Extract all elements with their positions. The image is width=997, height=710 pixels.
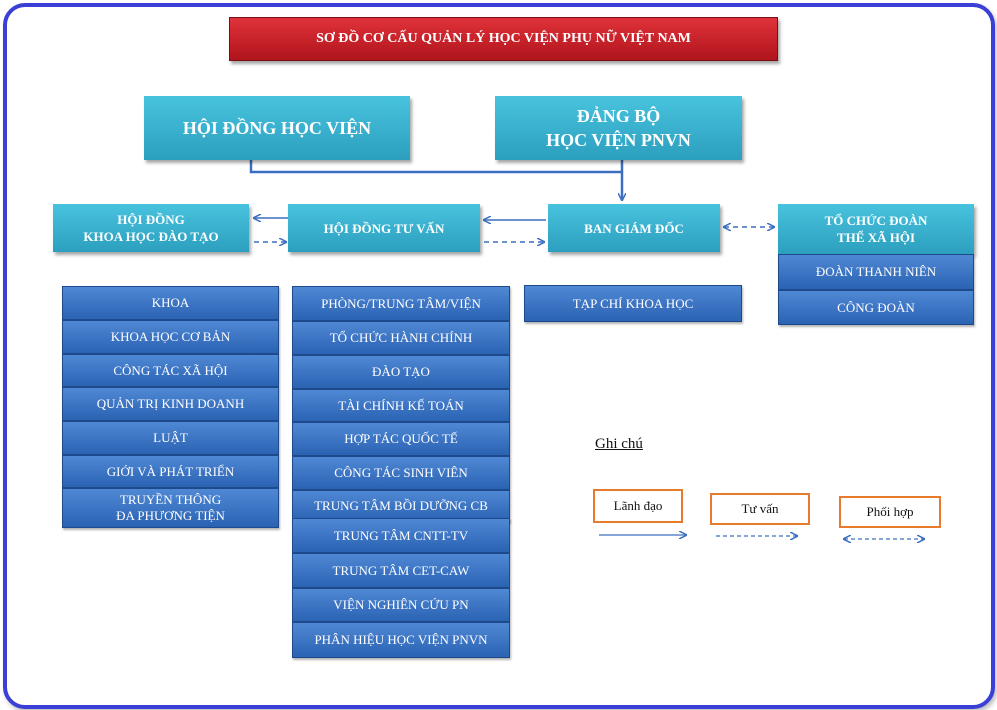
phong-item-label: PHÂN HIỆU HỌC VIỆN PNVN [314,632,488,647]
phong-item-label: TRUNG TÂM CNTT-TV [333,527,469,543]
legend-phoi-hop: Phối hợp [839,496,941,528]
phong-item: CÔNG TÁC SINH VIÊN [292,456,510,490]
phong-item-label: TRUNG TÂM CET-CAW [332,562,470,578]
phong-item: TRUNG TÂM CNTT-TV [292,518,510,553]
phong-item-label: TÀI CHÍNH KẾ TOÁN [338,397,464,413]
legend-phoi-hop-label: Phối hợp [866,504,914,519]
phong-item: TRUNG TÂM CET-CAW [292,553,510,588]
dang-bo-label-2: HỌC VIỆN PNVN [546,130,691,150]
khoa-item-label: CÔNG TÁC XÃ HỘI [113,362,228,378]
tap-chi-khoa-hoc-box: TẠP CHÍ KHOA HỌC [524,285,742,322]
hoi-dong-khoa-hoc-label-1: HỘI ĐỒNG [117,212,185,227]
doan-the-item-label: CÔNG ĐOÀN [837,299,915,315]
to-chuc-doan-the-box: TỔ CHỨC ĐOÀN THỂ XÃ HỘI [778,204,974,254]
ban-giam-doc-box: BAN GIÁM ĐỐC [548,204,720,252]
phong-item: PHÂN HIỆU HỌC VIỆN PNVN [292,622,510,658]
khoa-item: KHOA [62,286,279,320]
khoa-item-label: GIỚI VÀ PHÁT TRIỂN [106,463,235,479]
khoa-item: QUẢN TRỊ KINH DOANH [62,387,279,421]
hoi-dong-hoc-vien-label: HỘI ĐỒNG HỌC VIỆN [182,118,372,138]
phong-item-label: HỢP TÁC QUỐC TẾ [344,431,458,446]
phong-item: HỢP TÁC QUỐC TẾ [292,422,510,456]
dang-bo-label-1: ĐẢNG BỘ [576,106,661,126]
legend-lanh-dao: Lãnh đạo [593,489,683,523]
legend-lanh-dao-label: Lãnh đạo [613,498,663,513]
phong-item-label: TRUNG TÂM BỒI DƯỠNG CB [314,498,488,513]
phong-item-label: TỔ CHỨC HÀNH CHÍNH [329,330,473,345]
hoi-dong-khoa-hoc-box: HỘI ĐỒNG KHOA HỌC ĐÀO TẠO [53,204,249,252]
hoi-dong-hoc-vien-box: HỘI ĐỒNG HỌC VIỆN [144,96,410,160]
diagram-title: SƠ ĐỒ CƠ CẤU QUẢN LÝ HỌC VIỆN PHỤ NỮ VIỆ… [229,17,778,61]
ban-giam-doc-label: BAN GIÁM ĐỐC [584,220,684,236]
khoa-item: CÔNG TÁC XÃ HỘI [62,354,279,387]
to-chuc-doan-the-label-2: THỂ XÃ HỘI [836,230,915,245]
phong-item: ĐÀO TẠO [292,355,510,389]
hoi-dong-tu-van-label: HỘI ĐỒNG TƯ VẤN [323,220,445,236]
phong-item: TÀI CHÍNH KẾ TOÁN [292,389,510,422]
khoa-item-label: LUẬT [153,430,188,445]
legend-title: Ghi chú [595,436,643,452]
to-chuc-doan-the-label-1: TỔ CHỨC ĐOÀN [824,213,928,228]
doan-the-item: ĐOÀN THANH NIÊN [778,254,974,290]
phong-item: PHÒNG/TRUNG TÂM/VIỆN [292,286,510,321]
doan-the-item: CÔNG ĐOÀN [778,290,974,325]
phong-item: TRUNG TÂM BỒI DƯỠNG CB [292,490,510,522]
phong-item-label: PHÒNG/TRUNG TÂM/VIỆN [321,295,481,311]
doan-the-item-label: ĐOÀN THANH NIÊN [815,264,937,279]
legend-tu-van-label: Tư vấn [741,501,779,516]
phong-item-label: VIỆN NGHIÊN CỨU PN [333,597,469,612]
diagram-title-text: SƠ ĐỒ CƠ CẤU QUẢN LÝ HỌC VIỆN PHỤ NỮ VIỆ… [316,31,691,46]
hoi-dong-khoa-hoc-label-2: KHOA HỌC ĐÀO TẠO [83,229,219,244]
phong-item: VIỆN NGHIÊN CỨU PN [292,588,510,622]
hoi-dong-tu-van-box: HỘI ĐỒNG TƯ VẤN [288,204,480,252]
khoa-item-label: KHOA HỌC CƠ BẢN [110,329,231,344]
tap-chi-khoa-hoc-label: TẠP CHÍ KHOA HỌC [572,295,694,311]
phong-item-label: ĐÀO TẠO [372,364,430,379]
khoa-item-label-2: ĐA PHƯƠNG TIỆN [116,508,225,523]
phong-item: TỔ CHỨC HÀNH CHÍNH [292,321,510,355]
phong-item-label: CÔNG TÁC SINH VIÊN [334,465,468,480]
khoa-item: LUẬT [62,421,279,455]
legend-tu-van: Tư vấn [710,493,810,525]
khoa-item: GIỚI VÀ PHÁT TRIỂN [62,455,279,488]
khoa-item-label: KHOA [151,295,190,310]
khoa-item: KHOA HỌC CƠ BẢN [62,320,279,354]
dang-bo-box: ĐẢNG BỘ HỌC VIỆN PNVN [495,96,742,160]
khoa-item-label-1: TRUYỀN THÔNG [119,492,222,507]
khoa-item: TRUYỀN THÔNG ĐA PHƯƠNG TIỆN [62,488,279,528]
khoa-item-label: QUẢN TRỊ KINH DOANH [96,396,245,411]
